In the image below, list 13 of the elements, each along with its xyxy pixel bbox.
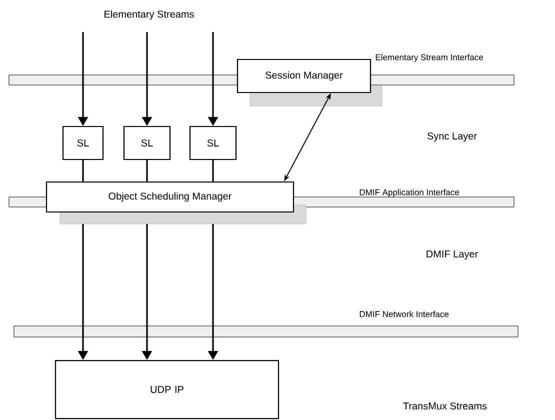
layer-label: TransMux Streams <box>403 402 487 410</box>
session-manager-box: Session Manager <box>236 58 372 94</box>
interface-label: DMIF Network Interface <box>360 310 449 318</box>
layer-label: DMIF Layer <box>426 250 478 260</box>
interface-label: Elementary Stream Interface <box>376 54 483 62</box>
layer-label: Sync Layer <box>427 132 477 142</box>
sl-box: SL <box>62 126 104 160</box>
scheduling-manager-box: Object Scheduling Manager <box>46 181 294 213</box>
transport-box: UDP IP <box>54 360 280 420</box>
sl-box: SL <box>123 126 171 160</box>
stream-heading: Elementary Streams <box>104 10 194 20</box>
sl-box: SL <box>189 126 237 160</box>
interface-label: DMIF Application Interface <box>360 189 459 197</box>
